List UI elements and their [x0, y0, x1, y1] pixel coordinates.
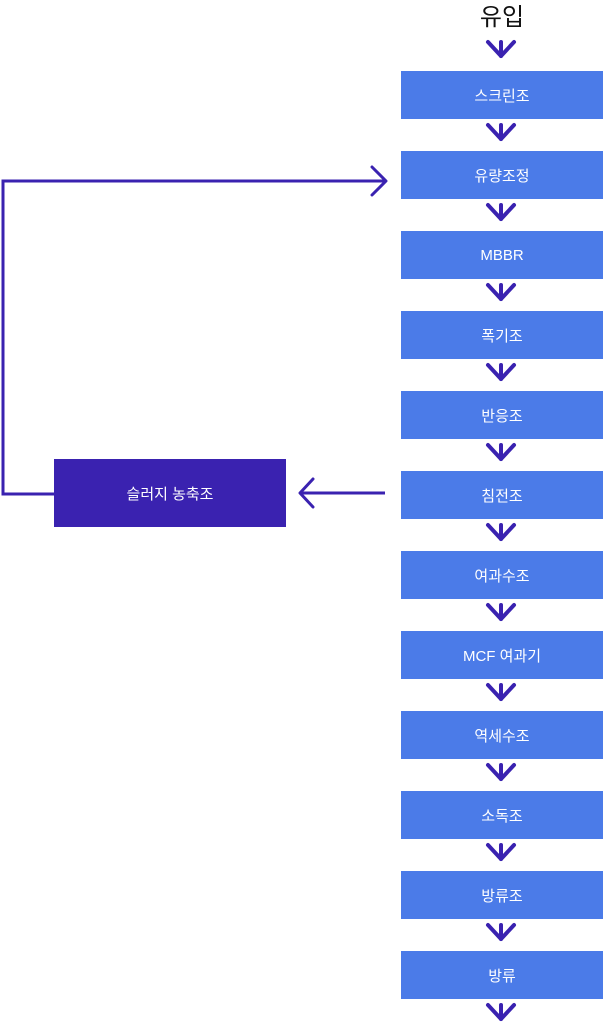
process-step-box: 소독조: [401, 791, 603, 839]
right-arrow-icon: [370, 165, 388, 197]
inflow-label: 유입: [479, 4, 525, 31]
process-step-box: 방류조: [401, 871, 603, 919]
process-step-box: 여과수조: [401, 551, 603, 599]
process-step-box: 침전조: [401, 471, 603, 519]
process-step-box: 유량조정: [401, 151, 603, 199]
process-step-box: 반응조: [401, 391, 603, 439]
process-step-box: MCF 여과기: [401, 631, 603, 679]
left-arrow-icon: [298, 477, 315, 509]
process-step-box: 폭기조: [401, 311, 603, 359]
process-step-box: MBBR: [401, 231, 603, 279]
return-line: [1, 179, 386, 496]
sludge-thickener-box: 슬러지 농축조: [54, 459, 286, 527]
process-step-box: 역세수조: [401, 711, 603, 759]
process-step-box: 스크린조: [401, 71, 603, 119]
process-step-box: 방류: [401, 951, 603, 999]
